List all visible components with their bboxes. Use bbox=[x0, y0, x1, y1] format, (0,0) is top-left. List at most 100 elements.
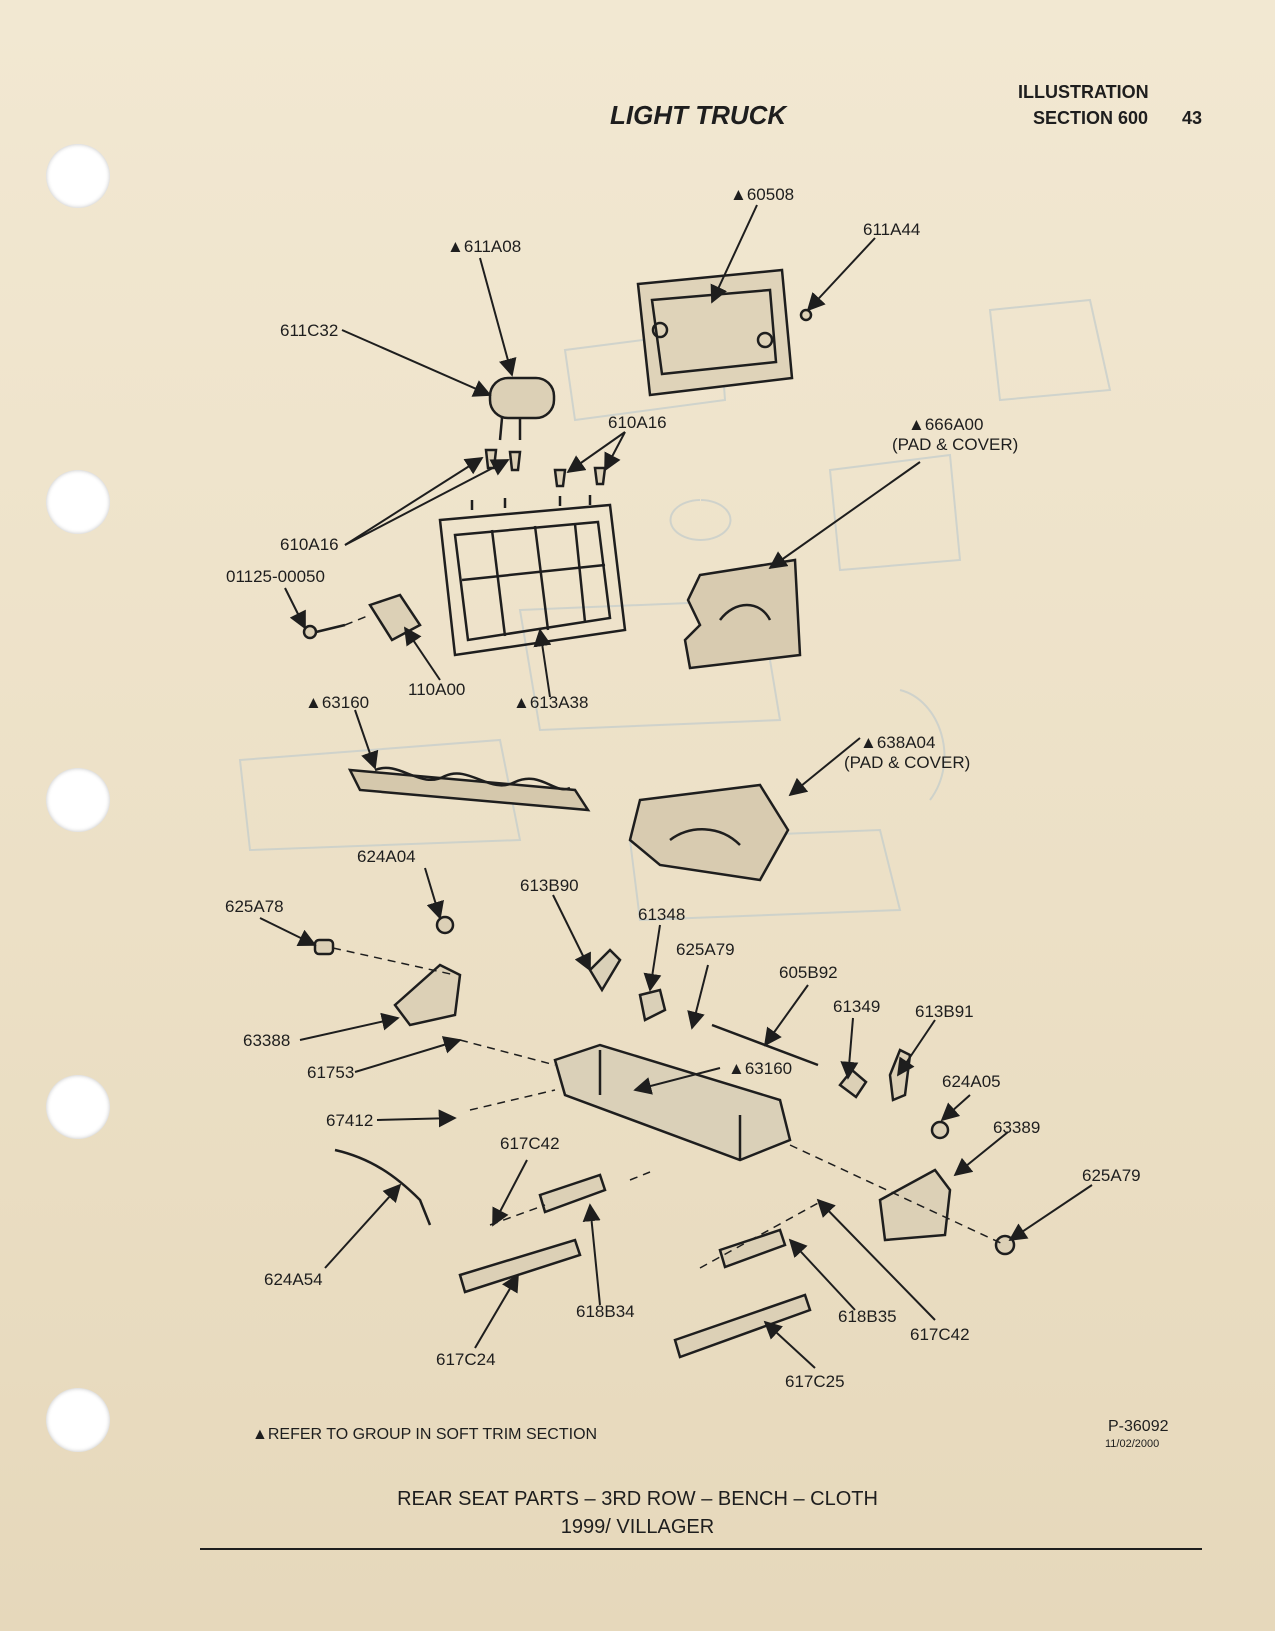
callout-63388: 63388 bbox=[243, 1031, 290, 1050]
callout-number: 61349 bbox=[833, 997, 880, 1016]
callout-number: 617C25 bbox=[785, 1372, 845, 1391]
seatback-frame-part bbox=[438, 466, 627, 657]
callout-67412: 67412 bbox=[326, 1111, 373, 1130]
callout-number: 63389 bbox=[993, 1118, 1040, 1137]
page-number: 43 bbox=[1182, 108, 1203, 128]
callout-number: 611A08 bbox=[464, 237, 521, 256]
caption-line-1: REAR SEAT PARTS – 3RD ROW – BENCH – CLOT… bbox=[397, 1488, 878, 1510]
callout-624A54: 624A54 bbox=[264, 1270, 323, 1289]
seat-pad-cover-part bbox=[628, 783, 790, 882]
callout-63160-bottom: ▲63160 bbox=[728, 1059, 792, 1078]
callout-617C42-left: 617C42 bbox=[500, 1134, 560, 1153]
callout-625A78: 625A78 bbox=[225, 897, 284, 916]
left-side-cover-part bbox=[313, 915, 462, 1027]
callout-number: 63388 bbox=[243, 1031, 290, 1050]
triangle-icon: ▲ bbox=[730, 185, 747, 204]
callout-subtext-666A00: (PAD & COVER) bbox=[892, 435, 1018, 454]
callout-number: 611C32 bbox=[280, 321, 338, 340]
callout-63160-top: ▲63160 bbox=[305, 693, 369, 712]
callout-number: 63160 bbox=[745, 1059, 792, 1078]
callout-613A38: ▲613A38 bbox=[513, 693, 588, 712]
callout-611A44: 611A44 bbox=[863, 220, 920, 239]
seat-track-parts bbox=[334, 1148, 812, 1359]
callout-number: 618B35 bbox=[838, 1307, 897, 1326]
callout-63389: 63389 bbox=[993, 1118, 1040, 1137]
section-title: LIGHT TRUCK bbox=[610, 100, 787, 130]
callout-labels: ▲60508611A44▲611A08611C32610A16▲666A00(P… bbox=[225, 185, 1141, 1391]
callout-number: 624A54 bbox=[264, 1270, 323, 1289]
section-number-label: SECTION 600 bbox=[1033, 108, 1149, 128]
seat-cushion-spring-part bbox=[347, 766, 591, 812]
callout-617C25: 617C25 bbox=[785, 1372, 845, 1391]
seatback-pad-cover-part bbox=[683, 558, 802, 670]
callout-number: 638A04 bbox=[877, 733, 936, 752]
callout-618B34: 618B34 bbox=[576, 1302, 635, 1321]
callout-624A04: 624A04 bbox=[357, 847, 416, 866]
assembly-guide-lines bbox=[332, 614, 1006, 1269]
callout-611A08: ▲611A08 bbox=[447, 237, 521, 256]
callout-number: 605B92 bbox=[779, 963, 838, 982]
callout-number: 613A38 bbox=[530, 693, 589, 712]
callout-number: 666A00 bbox=[925, 415, 984, 434]
plate-date: 11/02/2000 bbox=[1105, 1438, 1160, 1450]
callout-110A00: 110A00 bbox=[408, 680, 465, 699]
headrest-part bbox=[484, 376, 556, 472]
footnote-text: REFER TO GROUP IN SOFT TRIM SECTION bbox=[267, 1426, 598, 1443]
callout-number: 67412 bbox=[326, 1111, 373, 1130]
callout-number: 613B90 bbox=[520, 876, 579, 895]
triangle-icon: ▲ bbox=[305, 693, 322, 712]
callout-number: 625A79 bbox=[1082, 1166, 1141, 1185]
callout-number: 625A78 bbox=[225, 897, 284, 916]
triangle-icon: ▲ bbox=[252, 1426, 268, 1443]
binder-hole bbox=[46, 144, 110, 208]
callout-61348: 61348 bbox=[638, 905, 685, 924]
callout-number: 617C24 bbox=[436, 1350, 496, 1369]
seat-frame-part bbox=[553, 948, 819, 1162]
callout-number: 617C42 bbox=[500, 1134, 560, 1153]
callout-625A79-right: 625A79 bbox=[1082, 1166, 1141, 1185]
binder-hole bbox=[46, 1388, 110, 1452]
callout-number: 61348 bbox=[638, 905, 685, 924]
footnote: ▲REFER TO GROUP IN SOFT TRIM SECTION bbox=[252, 1426, 597, 1444]
callout-60508: ▲60508 bbox=[730, 185, 794, 204]
callout-number: 617C42 bbox=[910, 1325, 970, 1344]
callout-610A16-left: 610A16 bbox=[280, 535, 339, 554]
triangle-icon: ▲ bbox=[728, 1059, 745, 1078]
triangle-icon: ▲ bbox=[908, 415, 925, 434]
callout-611C32: 611C32 bbox=[280, 321, 338, 340]
callout-617C24: 617C24 bbox=[436, 1350, 496, 1369]
callout-618B35: 618B35 bbox=[838, 1307, 897, 1326]
illustration-label: ILLUSTRATION bbox=[1018, 82, 1149, 102]
callout-number: 610A16 bbox=[608, 413, 667, 432]
callout-605B92: 605B92 bbox=[779, 963, 838, 982]
seatback-panel-part bbox=[636, 268, 813, 397]
callout-624A05: 624A05 bbox=[942, 1072, 1001, 1091]
callout-number: 625A79 bbox=[676, 940, 735, 959]
triangle-icon: ▲ bbox=[447, 237, 464, 256]
callout-number: 611A44 bbox=[863, 220, 920, 239]
callout-625A79-mid: 625A79 bbox=[676, 940, 735, 959]
callout-666A00: ▲666A00 bbox=[908, 415, 983, 434]
binder-hole bbox=[46, 470, 110, 534]
callout-number: 60508 bbox=[747, 185, 794, 204]
callout-number: 613B91 bbox=[915, 1002, 974, 1021]
callout-number: 618B34 bbox=[576, 1302, 635, 1321]
callout-number: 61753 bbox=[307, 1063, 354, 1082]
callout-number: 624A04 bbox=[357, 847, 416, 866]
callout-613B90: 613B90 bbox=[520, 876, 579, 895]
callout-01125-00050: 01125-00050 bbox=[226, 567, 325, 586]
callout-subtext-638A04: (PAD & COVER) bbox=[844, 753, 970, 772]
triangle-icon: ▲ bbox=[860, 733, 877, 752]
bottom-rule bbox=[200, 1548, 1202, 1550]
binder-hole bbox=[46, 768, 110, 832]
callout-number: 110A00 bbox=[408, 680, 465, 699]
plate-number: P-36092 bbox=[1108, 1418, 1169, 1435]
callout-613B91: 613B91 bbox=[915, 1002, 974, 1021]
triangle-icon: ▲ bbox=[513, 693, 530, 712]
callout-610A16-top: 610A16 bbox=[608, 413, 667, 432]
callout-61349: 61349 bbox=[833, 997, 880, 1016]
callout-number: 610A16 bbox=[280, 535, 339, 554]
caption-line-2: 1999/ VILLAGER bbox=[560, 1516, 715, 1538]
